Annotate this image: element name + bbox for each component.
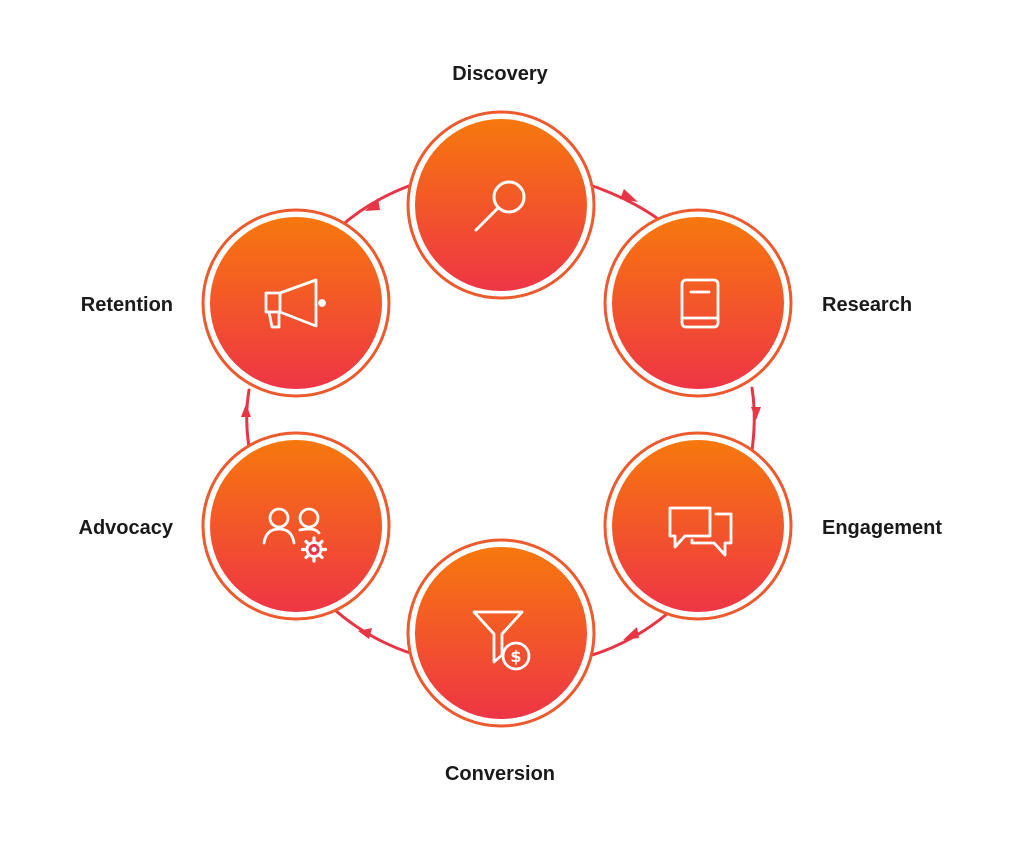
users-gear-icon: [262, 507, 328, 563]
search-icon: [474, 180, 526, 232]
funnel-dollar-icon: $: [472, 610, 531, 671]
arrowhead-1: [620, 189, 638, 202]
node-engagement: [603, 431, 793, 621]
node-disc: [210, 217, 382, 389]
stage-label-discovery: Discovery: [452, 63, 548, 85]
arrowhead-6: [365, 198, 380, 211]
node-advocacy: [201, 431, 391, 621]
megaphone-icon: [264, 278, 326, 329]
arrowhead-2: [751, 407, 761, 420]
stage-label-advocacy: Advocacy: [78, 517, 174, 539]
book-icon: [680, 278, 720, 329]
connector-engagement-conversion: [587, 612, 669, 658]
stage-label-research: Research: [822, 294, 913, 316]
arrowhead-5: [241, 404, 251, 417]
connector-research-engagement: [749, 386, 756, 459]
node-disc: [612, 440, 784, 612]
stage-label-engagement: Engagement: [822, 517, 943, 539]
node-retention: [201, 208, 391, 398]
node-conversion: $: [406, 538, 596, 728]
node-disc: [415, 547, 587, 719]
node-disc: [210, 440, 382, 612]
connector-advocacy-retention: [245, 388, 252, 455]
node-discovery: [406, 110, 596, 300]
arrowhead-4: [358, 628, 372, 639]
connector-conversion-advocacy: [334, 609, 415, 656]
node-disc: [612, 217, 784, 389]
stage-label-conversion: Conversion: [444, 763, 556, 785]
node-research: [603, 208, 793, 398]
arrowhead-3: [623, 627, 639, 640]
cycle-arrowheads: [241, 189, 761, 640]
connector-discovery-research: [582, 181, 663, 223]
stage-label-retention: Retention: [80, 294, 173, 316]
node-disc: [415, 119, 587, 291]
chat-bubbles-icon: [668, 506, 733, 557]
svg-text:$: $: [510, 647, 521, 666]
